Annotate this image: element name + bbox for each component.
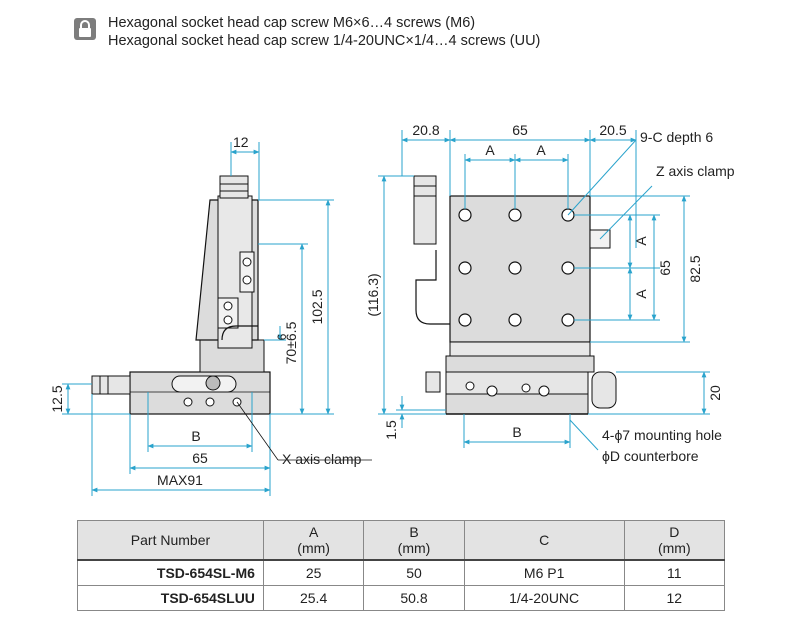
screw-spec-m6: Hexagonal socket head cap screw M6×6…4 s… [108,15,476,31]
cell-a: 25 [262,559,365,586]
dim-side-102-5: 102.5 [309,289,325,324]
dim-side-65: 65 [192,450,208,466]
table-header-row: Part Number A(mm) B(mm) C D(mm) [77,520,726,561]
cell-a: 25.4 [262,585,365,611]
dim-side-6: 6 [275,333,289,340]
lock-icon [74,18,96,40]
dim-front-82-5: 82.5 [687,255,703,282]
cell-d: 11 [623,559,726,586]
spec-table: Part Number A(mm) B(mm) C D(mm) TSD-654S… [77,520,726,611]
front-view: 20.8 65 20.5 A A A A 65 82.5 (116.3) 20 … [365,122,735,464]
dim-front-1-5: 1.5 [383,420,399,440]
dim-front-65-vert: 65 [657,260,673,276]
dim-side-max91: MAX91 [157,472,203,488]
dim-side-b: B [191,428,200,444]
callout-x-axis-clamp: X axis clamp [282,451,362,467]
dim-front-a-right: A [536,142,546,158]
dim-front-a-left: A [485,142,495,158]
dim-side-12: 12 [233,134,249,150]
header-d: D(mm) [623,520,726,561]
dim-front-b: B [512,424,521,440]
cell-c: 1/4-20UNC [463,585,625,611]
screw-spec-uu: Hexagonal socket head cap screw 1/4-20UN… [108,33,541,49]
side-view: 12 102.5 70±6.5 6 12.5 B 65 MAX91 X axis… [49,134,372,496]
header-a: A(mm) [262,520,365,561]
table-row: TSD-654SLUU 25.4 50.8 1/4-20UNC 12 [77,585,726,611]
dim-front-20-8: 20.8 [412,122,439,138]
table-row: TSD-654SL-M6 25 50 M6 P1 11 [77,559,726,586]
dim-front-116-3: (116.3) [365,273,381,316]
dim-side-12-5: 12.5 [49,385,65,412]
header: Hexagonal socket head cap screw M6×6…4 s… [74,14,714,54]
callout-counterbore: ϕD counterbore [602,448,699,464]
dim-front-a-upper: A [633,236,649,246]
dim-front-20-5: 20.5 [599,122,626,138]
cell-b: 50.8 [363,585,465,611]
technical-drawing: 12 102.5 70±6.5 6 12.5 B 65 MAX91 X axis… [49,122,735,496]
cell-part-number: TSD-654SLUU [77,585,264,611]
dim-front-20: 20 [707,385,723,401]
dim-side-70: 70±6.5 [283,321,299,364]
callout-z-axis-clamp: Z axis clamp [656,163,735,179]
callout-mounting-hole: 4-ϕ7 mounting hole [602,427,722,443]
header-part-number: Part Number [77,520,264,561]
cell-c: M6 P1 [463,559,625,586]
dim-front-65-top: 65 [512,122,528,138]
dim-front-a-lower: A [633,289,649,299]
cell-b: 50 [363,559,465,586]
cell-part-number: TSD-654SL-M6 [77,559,264,586]
header-b: B(mm) [363,520,465,561]
cell-d: 12 [623,585,726,611]
callout-9c-depth: 9-C depth 6 [640,129,713,145]
header-c: C [463,520,625,561]
